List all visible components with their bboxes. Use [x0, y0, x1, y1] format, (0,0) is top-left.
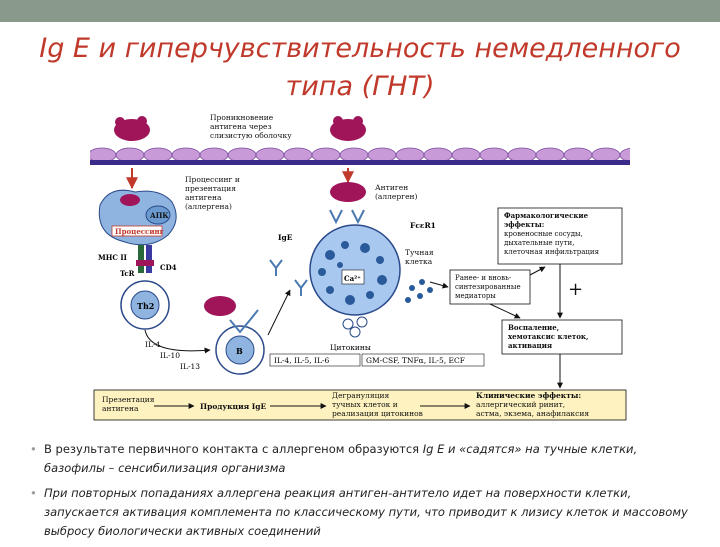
- title-line-2: типа (ГНТ): [285, 71, 435, 102]
- b-cell: B: [204, 296, 265, 375]
- cd4-label: CD4: [160, 263, 177, 272]
- title-line-1: Ig E и гиперчувствительность немедленног…: [39, 33, 681, 64]
- apc-cell: АПК Процессинг: [98, 189, 177, 246]
- plus-sign: +: [568, 279, 583, 300]
- antigen-label: Антиген(аллерген): [375, 183, 418, 201]
- il4-label: IL-4: [145, 340, 160, 349]
- ige-antibodies: [269, 259, 308, 296]
- il13-label: IL-13: [180, 362, 200, 371]
- il10-label: IL-10: [160, 351, 180, 360]
- arrow-th2-to-b: [144, 329, 211, 354]
- released-granules: [405, 279, 433, 303]
- apc-label: АПК: [150, 211, 169, 220]
- mhc-tcr-complex: [136, 245, 154, 273]
- bullet-dot: •: [30, 442, 37, 456]
- pharma-box: Фармакологические эффекты: кровеносные с…: [497, 207, 623, 265]
- th2-cell: Th2: [120, 280, 170, 330]
- il-list1-box: [269, 353, 361, 367]
- mediators-box: Ранее- и вновь- синтезированные медиатор…: [449, 269, 531, 305]
- svg-text:Клинические эффекты:аллергичес: Клинические эффекты:аллергический ринит,…: [476, 391, 589, 418]
- arrow-to-inflammation: [489, 303, 521, 319]
- cytokine-granules: [342, 316, 368, 338]
- bullet-1-normal: В результате первичного контакта с аллер…: [44, 442, 423, 456]
- ca-label: Ca²⁺: [344, 274, 361, 283]
- bottom-ige-label: Продукция IgE: [200, 402, 267, 411]
- top-bar: [0, 0, 720, 22]
- processing-label: Процессинг: [115, 227, 164, 236]
- mhc2-label: MHC II: [98, 253, 127, 262]
- antigen-cluster-top-left: [114, 116, 150, 141]
- mucosa-membrane: [90, 147, 630, 165]
- arrow-to-pharma: [529, 266, 546, 276]
- il-list2-box: [361, 353, 485, 367]
- il-list1: IL-4, IL-5, IL-6: [274, 356, 330, 365]
- ige-label: IgE: [278, 233, 293, 242]
- svg-text:Фармакологические эффект: Фармакологические эффекты: кровеносные с…: [504, 211, 600, 256]
- il-list2: GM-CSF, TNFα, IL-5, ECF: [366, 356, 465, 365]
- bullet-item-1: • В результате первичного контакта с алл…: [30, 440, 700, 478]
- b-label: B: [236, 346, 243, 356]
- slide-title: Ig E и гиперчувствительность немедленног…: [0, 30, 720, 106]
- bullet-item-2: • При повторных попаданиях аллергена реа…: [30, 484, 700, 541]
- mast-cell: Ca²⁺: [309, 182, 401, 316]
- bullet-2-italic: При повторных попаданиях аллергена реакц…: [44, 486, 688, 538]
- fcer1-label: FcεR1: [410, 221, 436, 230]
- tcr-label: TcR: [120, 269, 135, 278]
- bullet-list: • В результате первичного контакта с алл…: [30, 440, 700, 547]
- arrow-to-mediators: [429, 281, 449, 289]
- svg-text:Воспаление, хемотаксис к: Воспаление, хемотаксис клеток, активация: [508, 323, 591, 350]
- arrow-b-to-ige: [267, 289, 291, 336]
- th2-label: Th2: [137, 301, 154, 311]
- bullet-1-italic: Ig E и «садятся» на тучные клетки, базоф…: [44, 442, 638, 475]
- antigen-cluster-top-mid: [330, 116, 366, 141]
- bullet-dot: •: [30, 486, 37, 500]
- cytokines-label: Цитокины: [330, 343, 371, 352]
- inflammation-box: Воспаление, хемотаксис клеток, активация: [501, 319, 623, 355]
- svg-text:Ранее- и вновь- синтезир: Ранее- и вновь- синтезированные медиатор…: [455, 274, 523, 300]
